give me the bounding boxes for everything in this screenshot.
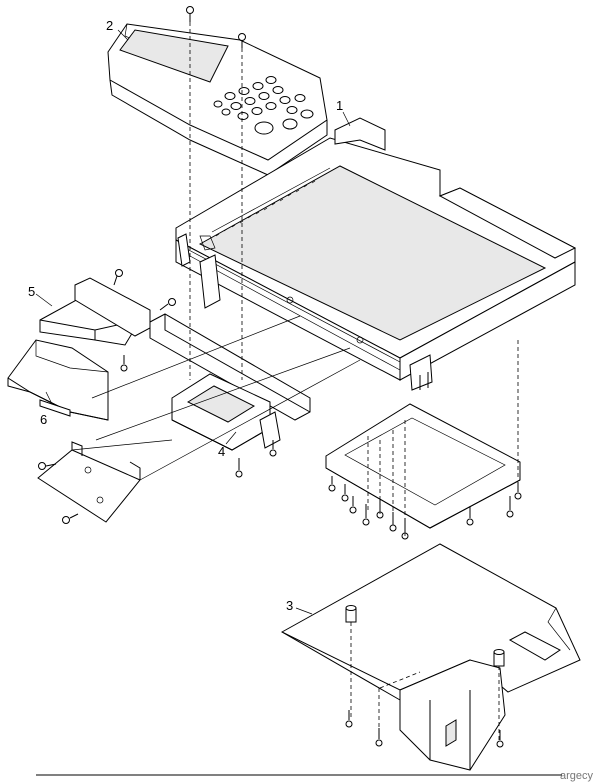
part-1-scanner-unit bbox=[175, 117, 577, 391]
label-part-4: 4 bbox=[218, 444, 225, 459]
part-number-labels: 1 2 3 4 5 6 bbox=[28, 18, 343, 613]
part-2-operator-panel bbox=[107, 6, 328, 176]
label-part-2: 2 bbox=[106, 18, 113, 33]
part-5-side-cover bbox=[39, 269, 176, 372]
label-part-3: 3 bbox=[286, 598, 293, 613]
base-plate-screws bbox=[328, 476, 522, 540]
small-mounting-bracket bbox=[37, 441, 141, 524]
panel-screws bbox=[186, 6, 246, 48]
keypad-buttons bbox=[213, 76, 314, 135]
label-part-6: 6 bbox=[40, 412, 47, 427]
label-part-5: 5 bbox=[28, 284, 35, 299]
part-6-guide-tray bbox=[7, 339, 109, 421]
part-3-bottom-cover bbox=[280, 543, 581, 771]
part-4-carriage-bracket bbox=[171, 373, 281, 478]
assembly-guide-lines bbox=[71, 22, 519, 740]
watermark-text: argecy bbox=[560, 770, 594, 782]
label-part-1: 1 bbox=[336, 98, 343, 113]
base-plate bbox=[325, 403, 522, 540]
leader-lines bbox=[35, 29, 351, 615]
